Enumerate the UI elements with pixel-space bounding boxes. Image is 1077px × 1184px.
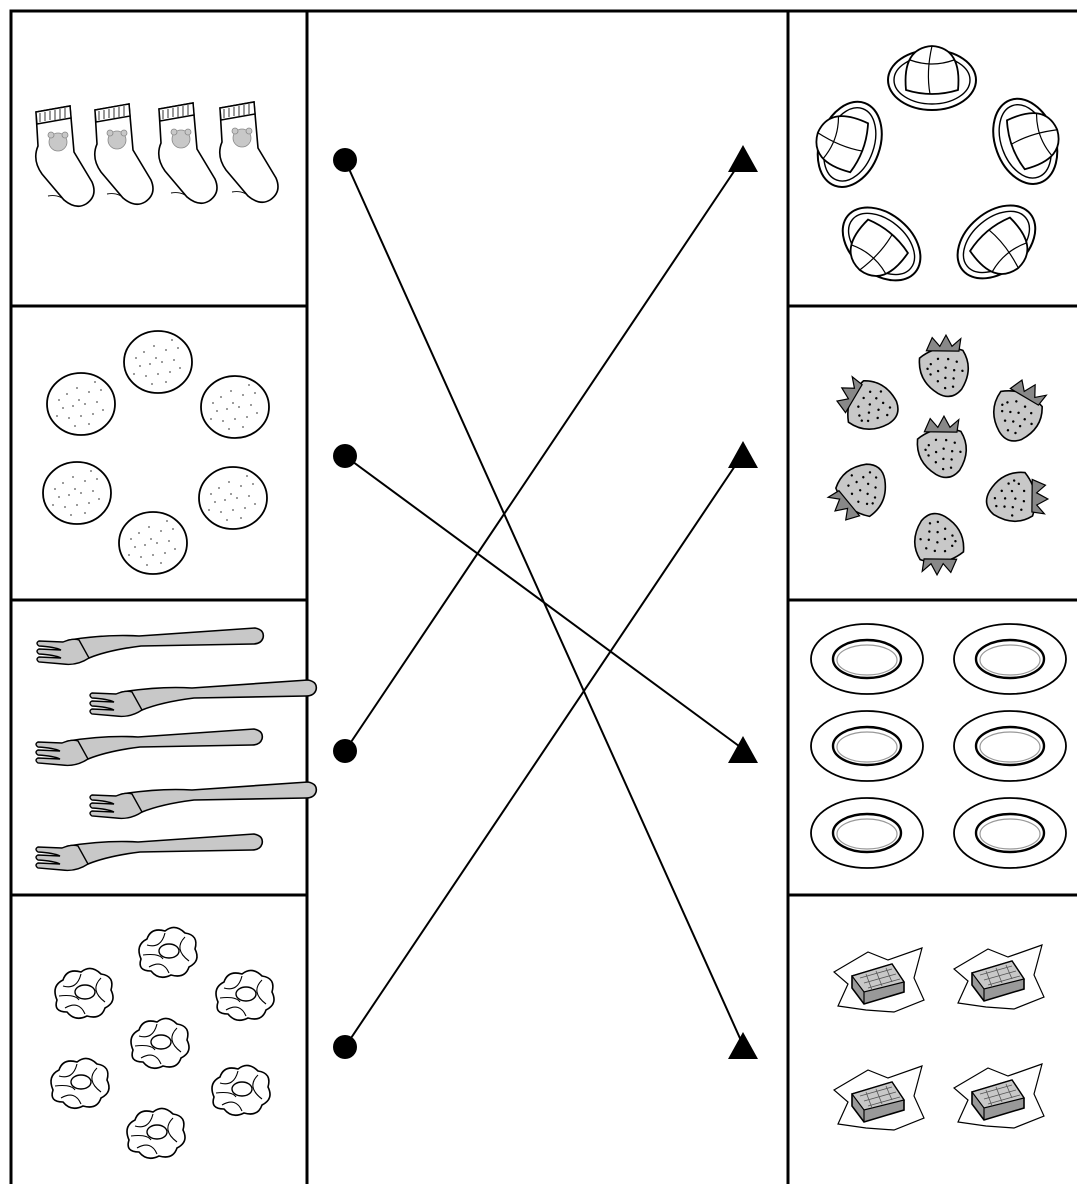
- plate-icon: [952, 709, 1068, 783]
- orange-icon: [198, 466, 268, 530]
- triangle-caps[interactable]: [728, 145, 758, 172]
- match-line-cream-puffs-to-strawberries: [344, 453, 744, 1048]
- triangle-candies[interactable]: [728, 1032, 758, 1059]
- fork-icon: [35, 728, 264, 767]
- cream-puff-icon: [126, 1107, 186, 1160]
- plates-panel: [809, 622, 1068, 870]
- fork-icon: [89, 679, 318, 718]
- candy-icon: [953, 944, 1045, 1010]
- right-triangles: [728, 145, 758, 1059]
- candy-icon: [833, 947, 925, 1013]
- plate-icon: [809, 622, 925, 696]
- forks-panel: [35, 627, 318, 872]
- match-lines: [344, 157, 744, 1048]
- plate-icon: [809, 796, 925, 870]
- cream-puffs-panel: [50, 926, 275, 1160]
- triangle-strawberries[interactable]: [728, 441, 758, 468]
- cap-icon: [801, 90, 894, 197]
- cream-puff-icon: [50, 1057, 110, 1110]
- strawberry-icon: [981, 467, 1052, 527]
- strawberries-panel: [821, 331, 1052, 579]
- match-line-forks-to-caps: [344, 157, 744, 752]
- plate-icon: [952, 796, 1068, 870]
- dot-forks[interactable]: [333, 739, 357, 763]
- oranges-panel: [42, 330, 270, 575]
- left-column-frame: [9, 9, 309, 1184]
- socks-panel: [34, 101, 279, 208]
- orange-icon: [123, 330, 193, 394]
- orange-icon: [118, 511, 188, 575]
- strawberry-icon: [912, 412, 972, 483]
- candies-panel: [833, 944, 1045, 1131]
- cap-icon: [981, 87, 1074, 194]
- caps-panel: [801, 45, 1074, 300]
- right-column-frame: [786, 9, 1077, 1184]
- triangle-plates[interactable]: [728, 736, 758, 763]
- fork-icon: [35, 833, 264, 872]
- strawberry-icon: [909, 508, 969, 579]
- left-dots: [333, 148, 357, 1059]
- fork-icon: [89, 781, 318, 820]
- candy-icon: [833, 1065, 925, 1131]
- cream-puff-icon: [54, 967, 114, 1020]
- dot-socks[interactable]: [333, 148, 357, 172]
- orange-icon: [200, 375, 270, 439]
- cap-icon: [887, 45, 977, 111]
- cream-puff-icon: [138, 926, 198, 979]
- cream-puff-icon: [215, 969, 275, 1022]
- orange-icon: [42, 461, 112, 525]
- cap-icon: [825, 191, 936, 300]
- candy-icon: [953, 1063, 1045, 1129]
- plate-icon: [952, 622, 1068, 696]
- sock-icon: [157, 102, 218, 205]
- sock-icon: [34, 105, 95, 208]
- dot-cream-puffs[interactable]: [333, 1035, 357, 1059]
- strawberry-icon: [983, 373, 1052, 449]
- cream-puff-icon: [211, 1064, 271, 1117]
- plate-icon: [809, 709, 925, 783]
- cream-puff-icon: [130, 1017, 190, 1070]
- cap-icon: [942, 189, 1053, 298]
- match-line-oranges-to-plates: [344, 455, 744, 750]
- sock-icon: [218, 101, 279, 204]
- orange-icon: [46, 372, 116, 436]
- fork-icon: [36, 627, 265, 666]
- strawberry-icon: [821, 452, 900, 532]
- strawberry-icon: [914, 331, 974, 402]
- dot-oranges[interactable]: [333, 444, 357, 468]
- strawberry-icon: [830, 371, 906, 440]
- sock-icon: [93, 103, 154, 206]
